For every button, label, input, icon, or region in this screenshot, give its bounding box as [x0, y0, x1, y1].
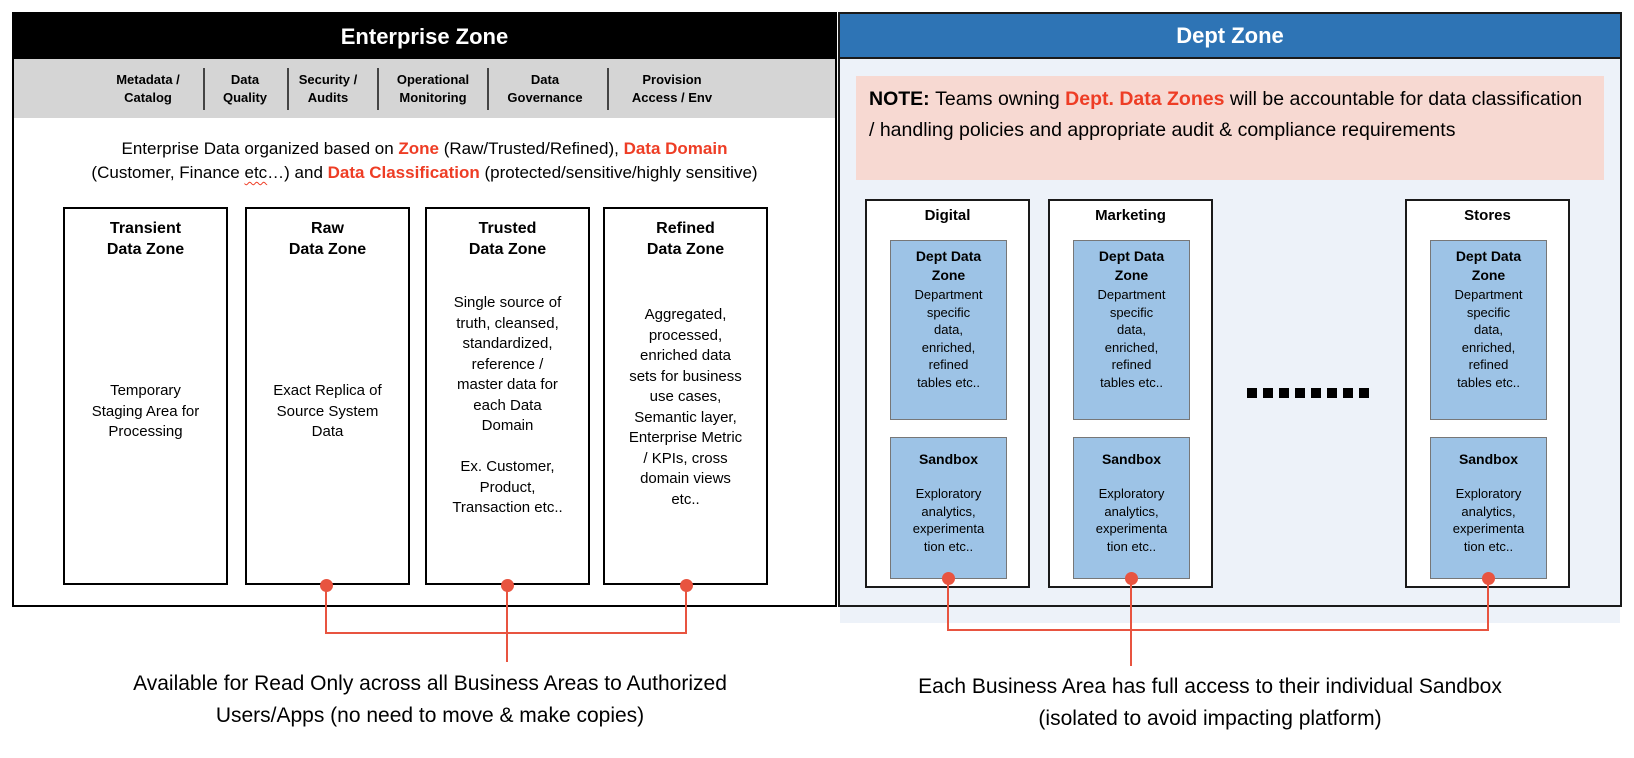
sandbox-title: Sandbox: [918, 451, 979, 467]
dept-panel-background-strip: [840, 607, 1620, 623]
connector-line-vertical: [1487, 578, 1489, 630]
capability-divider: [377, 68, 379, 110]
zone-title: Refined Data Zone: [646, 220, 725, 258]
dept-zone-header: Dept Zone: [840, 14, 1620, 59]
connector-line-vertical: [325, 585, 327, 633]
sandbox-title: Sandbox: [1458, 451, 1519, 467]
dept-data-zone-box: Dept Data Zone Department specific data,…: [1073, 240, 1190, 420]
enterprise-description: Enterprise Data organized based on Zone …: [91, 139, 758, 182]
dept-card-stores: Stores Dept Data Zone Department specifi…: [1405, 199, 1570, 588]
connector-line-vertical: [506, 585, 508, 633]
capability-divider: [203, 68, 205, 110]
enterprise-zone-header: Enterprise Zone: [14, 14, 835, 59]
connector-line-vertical: [947, 578, 949, 630]
connector-line-horizontal: [947, 629, 1489, 631]
caption-enterprise-access: Available for Read Only across all Busin…: [133, 672, 727, 727]
connector-line-stem: [506, 632, 508, 662]
dept-data-zone-box: Dept Data Zone Department specific data,…: [890, 240, 1007, 420]
connector-line-stem: [1130, 629, 1132, 666]
zone-body: Exact Replica of Source System Data: [273, 382, 382, 440]
zone-title: Raw Data Zone: [288, 220, 367, 258]
caption-dept-sandbox-access: Each Business Area has full access to th…: [918, 675, 1502, 730]
sandbox-body: Exploratory analytics, experimenta tion …: [1095, 486, 1168, 554]
sandbox-box: Sandbox Exploratory analytics, experimen…: [890, 437, 1007, 579]
connector-line-vertical: [685, 585, 687, 633]
dept-data-zone-body: Department specific data, enriched, refi…: [1097, 287, 1166, 390]
dept-data-zone-box: Dept Data Zone Department specific data,…: [1430, 240, 1547, 420]
zone-box-refined: Refined Data Zone Aggregated, processed,…: [603, 207, 768, 585]
connector-line-vertical: [1130, 578, 1132, 630]
dept-card-title: Digital: [924, 207, 971, 224]
capability-operational-monitoring: Operational Monitoring: [396, 71, 470, 105]
dept-card-marketing: Marketing Dept Data Zone Department spec…: [1048, 199, 1213, 588]
sandbox-body: Exploratory analytics, experimenta tion …: [1452, 486, 1525, 554]
dept-card-title: Marketing: [1095, 207, 1166, 224]
zone-box-trusted: Trusted Data Zone Single source of truth…: [425, 207, 590, 585]
capability-divider: [487, 68, 489, 110]
zone-body: Single source of truth, cleansed, standa…: [452, 294, 563, 516]
capability-data-quality: Data Quality: [222, 71, 268, 105]
zone-box-transient: Transient Data Zone Temporary Staging Ar…: [63, 207, 228, 585]
capability-bar: Metadata / Catalog Data Quality Security…: [14, 59, 835, 118]
dept-data-zone-body: Department specific data, enriched, refi…: [914, 287, 983, 390]
capability-metadata-catalog: Metadata / Catalog: [116, 71, 180, 105]
capability-provision-access: Provision Access / Env: [631, 71, 713, 105]
ellipsis-separator: [1247, 388, 1369, 398]
dept-card-title: Stores: [1464, 207, 1511, 224]
dept-data-zone-body: Department specific data, enriched, refi…: [1454, 287, 1523, 390]
dept-data-zone-title: Dept Data Zone: [915, 248, 982, 283]
zone-body: Temporary Staging Area for Processing: [91, 382, 200, 440]
zone-body: Aggregated, processed, enriched data set…: [628, 306, 743, 508]
zone-title: Trusted Data Zone: [468, 220, 547, 258]
dept-data-zone-title: Dept Data Zone: [1098, 248, 1165, 283]
note-box: NOTE: Teams owning Dept. Data Zones will…: [856, 76, 1604, 180]
sandbox-box: Sandbox Exploratory analytics, experimen…: [1430, 437, 1547, 579]
sandbox-title: Sandbox: [1101, 451, 1162, 467]
dept-card-digital: Digital Dept Data Zone Department specif…: [865, 199, 1030, 588]
sandbox-box: Sandbox Exploratory analytics, experimen…: [1073, 437, 1190, 579]
capability-divider: [607, 68, 609, 110]
dept-data-zone-title: Dept Data Zone: [1455, 248, 1522, 283]
zone-box-raw: Raw Data Zone Exact Replica of Source Sy…: [245, 207, 410, 585]
zone-title: Transient Data Zone: [106, 220, 185, 258]
capability-data-governance: Data Governance: [507, 71, 583, 105]
sandbox-body: Exploratory analytics, experimenta tion …: [912, 486, 985, 554]
capability-divider: [287, 68, 289, 110]
capability-security-audits: Security / Audits: [298, 71, 358, 105]
